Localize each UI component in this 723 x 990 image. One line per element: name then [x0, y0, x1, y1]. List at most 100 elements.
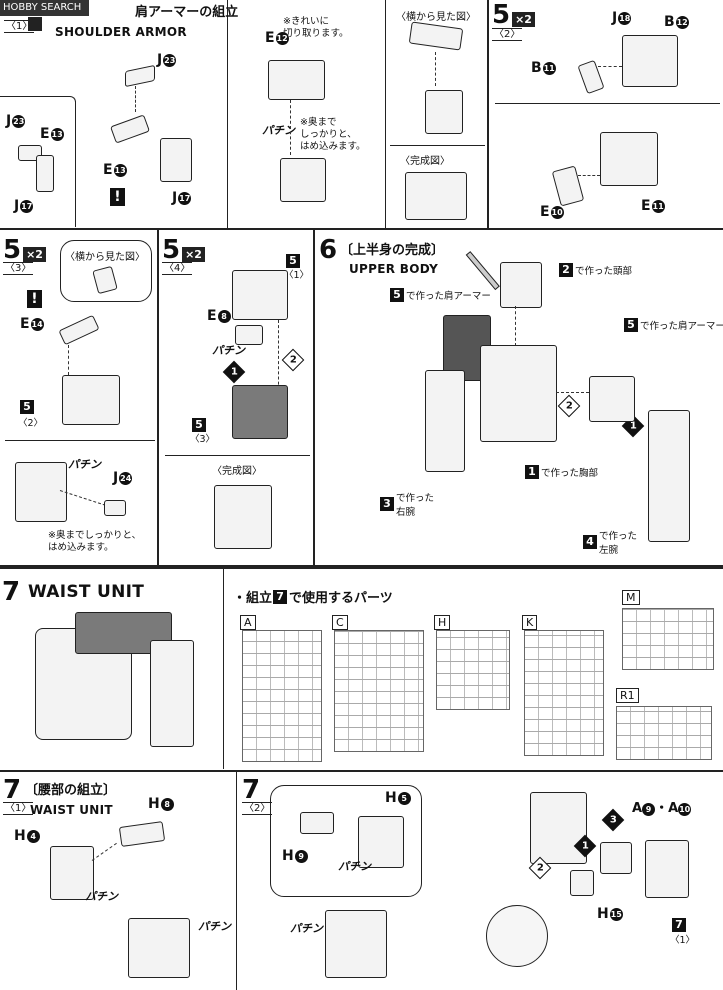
ref-5-3-sub: 〈3〉 — [190, 434, 216, 445]
guide-head — [515, 306, 516, 346]
step5-4-sub: 〈4〉 — [162, 262, 193, 275]
runner-c — [334, 630, 424, 752]
part-shape-b11 — [577, 59, 605, 95]
step7-2-sub: 〈2〉 — [242, 802, 273, 815]
part-shape-h9 — [300, 812, 334, 834]
header-logo: HOBBY SEARCH — [0, 0, 89, 16]
part-shape-h15 — [570, 870, 594, 896]
part-shape-e14 — [58, 314, 100, 346]
order-3-7-2: 3 — [601, 808, 625, 832]
part-shape-5-4-top — [232, 270, 288, 320]
guide-h8 — [91, 842, 117, 861]
step5-2-header: 5×2 — [492, 2, 535, 28]
order-1-5-4: 1 — [222, 360, 246, 384]
part-shape-h5 — [358, 816, 404, 868]
divider-v-6 — [223, 569, 224, 769]
step5-3-sub: 〈3〉 — [3, 262, 34, 275]
runner-label-c: C — [332, 615, 348, 630]
guide-side-view — [435, 52, 436, 86]
head-shape — [500, 262, 542, 308]
step7-1-header: 7 — [3, 775, 22, 805]
pachi-7-1-a: パチン — [85, 890, 118, 903]
pachi-5-1: パチン — [262, 124, 295, 137]
ref-5-3: 5 — [192, 418, 208, 432]
step7-header: 7 — [2, 577, 21, 607]
ref-5-2: 5 — [20, 400, 36, 414]
divider-h-sub-5-4 — [165, 455, 310, 456]
divider-v-4 — [157, 230, 159, 565]
part-shape-h4 — [50, 846, 94, 900]
waist-preview-shape-side — [150, 640, 194, 747]
divider-v-2 — [385, 0, 386, 228]
detail-circle-7-2 — [486, 905, 548, 967]
step5-1-title-en: SHOULDER ARMOR — [55, 25, 187, 39]
guide-5-2-bottom — [578, 175, 600, 176]
runner-label-r1: R1 — [616, 688, 639, 703]
step6-title-jp: 〔上半身の完成〕 — [340, 243, 445, 258]
divider-h-3 — [0, 770, 723, 772]
logo-text: HOBBY SEARCH — [3, 2, 82, 13]
runner-r1 — [616, 706, 712, 760]
step5-1-sub: 〈1〉 — [4, 20, 35, 33]
step5-4-header: 5×2 — [162, 237, 205, 263]
side-view-part-top — [408, 21, 464, 51]
part-shape-7-1-bottom — [128, 918, 190, 978]
divider-v-5 — [313, 230, 315, 565]
head-antenna — [465, 251, 500, 291]
note-clean-cut: ※きれいに 切り取ります。 — [283, 16, 349, 39]
guide-5-2-top — [598, 66, 622, 67]
runner-h — [436, 630, 510, 710]
pachi-7-2-a: パチン — [338, 860, 371, 873]
complete-title-5-1: 〈完成図〉 — [400, 156, 450, 167]
part-shape-a10 — [645, 840, 689, 898]
part-shape-5-2-top — [622, 35, 678, 87]
runner-k — [524, 630, 604, 756]
part-shape-a9 — [600, 842, 632, 874]
divider-v-1 — [227, 0, 228, 228]
guide-5-4 — [278, 320, 279, 400]
runner-label-h: H — [434, 615, 451, 630]
complete-part-5-1 — [405, 172, 467, 220]
part-shape-inset-b — [36, 155, 54, 192]
runner-label-k: K — [522, 615, 538, 630]
part-shape-j17 — [160, 138, 192, 182]
guide-e12 — [290, 100, 291, 155]
order-2-step6: 2 — [557, 394, 581, 418]
side-view-title-5-3: 〈横から見た図〉 — [65, 252, 145, 263]
guide-e14 — [68, 345, 69, 375]
guide-j23 — [135, 86, 136, 112]
part-shape-e8 — [235, 325, 263, 345]
step5-2-sub: 〈2〉 — [492, 28, 523, 41]
divider-h-sub-5-3 — [5, 440, 155, 441]
part-shape-assembly-5-1 — [280, 158, 326, 202]
side-view-part-bottom — [425, 90, 463, 134]
part-shape-h8 — [118, 821, 166, 847]
inset-border-5-1 — [0, 96, 76, 227]
ref-7-1: 7 — [672, 918, 688, 932]
order-2-5-4: 2 — [281, 348, 305, 372]
part-shape-5-2-bottom — [600, 132, 658, 186]
